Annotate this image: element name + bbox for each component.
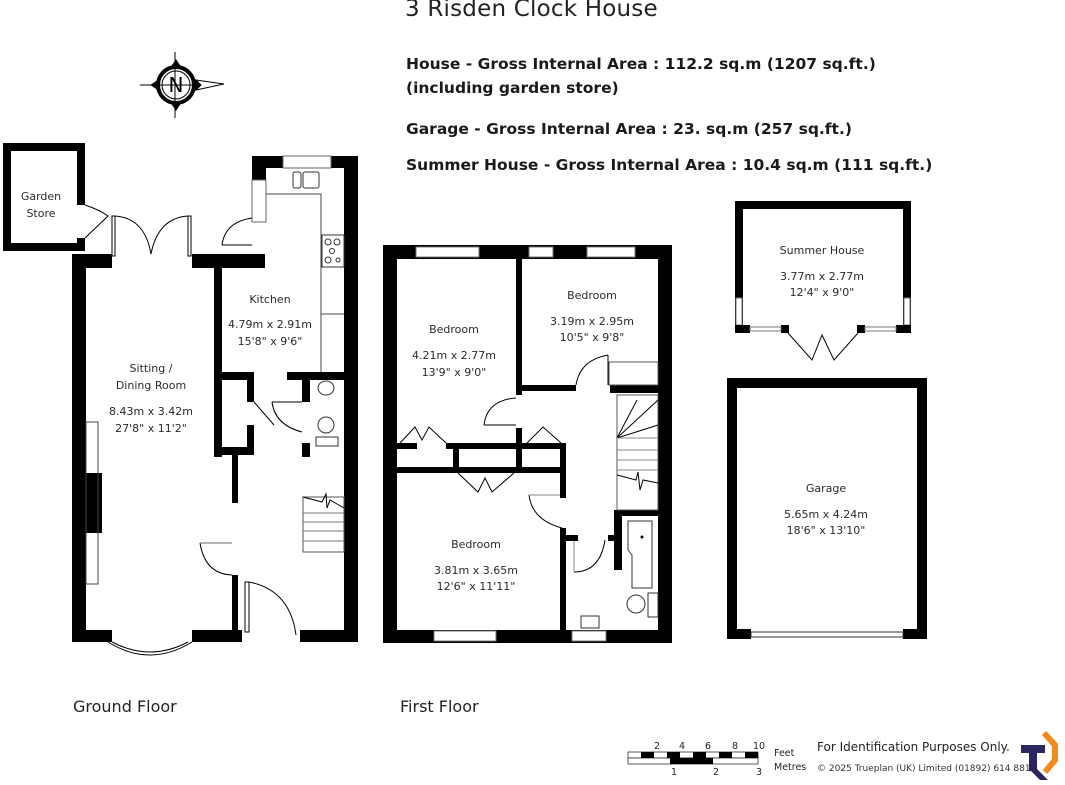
- svg-text:4: 4: [679, 741, 685, 752]
- garage-area-text: Garage - Gross Internal Area : 23. sq.m …: [406, 120, 852, 138]
- svg-text:Bedroom: Bedroom: [429, 323, 479, 336]
- house-area-text: House - Gross Internal Area : 112.2 sq.m…: [406, 55, 876, 73]
- svg-text:10'5" x 9'8": 10'5" x 9'8": [560, 331, 625, 344]
- svg-text:Bedroom: Bedroom: [567, 289, 617, 302]
- svg-text:Metres: Metres: [774, 762, 806, 773]
- svg-text:3: 3: [756, 767, 762, 778]
- garage-plan: Garage 5.65m x 4.24m 18'6" x 13'10": [727, 378, 927, 639]
- svg-text:1: 1: [671, 767, 677, 778]
- house-area-note: (including garden store): [406, 79, 619, 97]
- svg-text:10: 10: [753, 741, 765, 752]
- svg-text:Bedroom: Bedroom: [451, 538, 501, 551]
- svg-text:8: 8: [732, 741, 738, 752]
- svg-text:12'6" x 11'11": 12'6" x 11'11": [437, 580, 516, 593]
- svg-text:Summer House: Summer House: [780, 244, 865, 257]
- ground-floor-plan: Garden Store Kitchen 4.79m x 2.91m 15'8"…: [3, 143, 358, 656]
- svg-text:4.21m x 2.77m: 4.21m x 2.77m: [412, 349, 496, 362]
- svg-text:2: 2: [654, 741, 660, 752]
- first-floor-label: First Floor: [400, 697, 479, 716]
- disclaimer-text: For Identification Purposes Only.: [817, 740, 1010, 754]
- svg-text:3.77m x 2.77m: 3.77m x 2.77m: [780, 270, 864, 283]
- scale-bar: 2 4 6 8 10 1 2 3 Feet Metres: [627, 741, 806, 778]
- svg-text:2: 2: [713, 767, 719, 778]
- summer-house-area-text: Summer House - Gross Internal Area : 10.…: [406, 156, 933, 174]
- svg-text:12'4" x 9'0": 12'4" x 9'0": [790, 286, 855, 299]
- north-compass-icon: N: [140, 52, 225, 118]
- svg-text:Feet: Feet: [774, 748, 795, 759]
- svg-text:5.65m x 4.24m: 5.65m x 4.24m: [784, 508, 868, 521]
- svg-text:Dining Room: Dining Room: [116, 379, 186, 392]
- summer-house-plan: Summer House 3.77m x 2.77m 12'4" x 9'0": [735, 201, 911, 361]
- trueplan-logo-icon: [1021, 730, 1058, 780]
- svg-text:3.81m x 3.65m: 3.81m x 3.65m: [434, 564, 518, 577]
- svg-text:15'8" x 9'6": 15'8" x 9'6": [238, 335, 303, 348]
- page-title: 3 Risden Clock House: [405, 0, 658, 22]
- svg-text:6: 6: [705, 741, 711, 752]
- svg-text:4.79m x 2.91m: 4.79m x 2.91m: [228, 318, 312, 331]
- svg-text:13'9" x 9'0": 13'9" x 9'0": [422, 366, 487, 379]
- svg-text:N: N: [169, 73, 184, 97]
- ground-floor-label: Ground Floor: [73, 697, 177, 716]
- svg-text:3.19m x 2.95m: 3.19m x 2.95m: [550, 315, 634, 328]
- svg-text:Garden: Garden: [21, 190, 61, 203]
- svg-text:Kitchen: Kitchen: [249, 293, 290, 306]
- copyright-text: © 2025 Trueplan (UK) Limited (01892) 614…: [817, 764, 1031, 774]
- svg-text:Sitting /: Sitting /: [130, 362, 173, 375]
- svg-text:Garage: Garage: [806, 482, 847, 495]
- svg-text:8.43m x 3.42m: 8.43m x 3.42m: [109, 405, 193, 418]
- svg-text:18'6" x 13'10": 18'6" x 13'10": [787, 524, 866, 537]
- svg-text:Store: Store: [26, 207, 55, 220]
- first-floor-plan: Bedroom 4.21m x 2.77m 13'9" x 9'0" Bedro…: [383, 245, 672, 643]
- svg-text:27'8" x 11'2": 27'8" x 11'2": [115, 422, 187, 435]
